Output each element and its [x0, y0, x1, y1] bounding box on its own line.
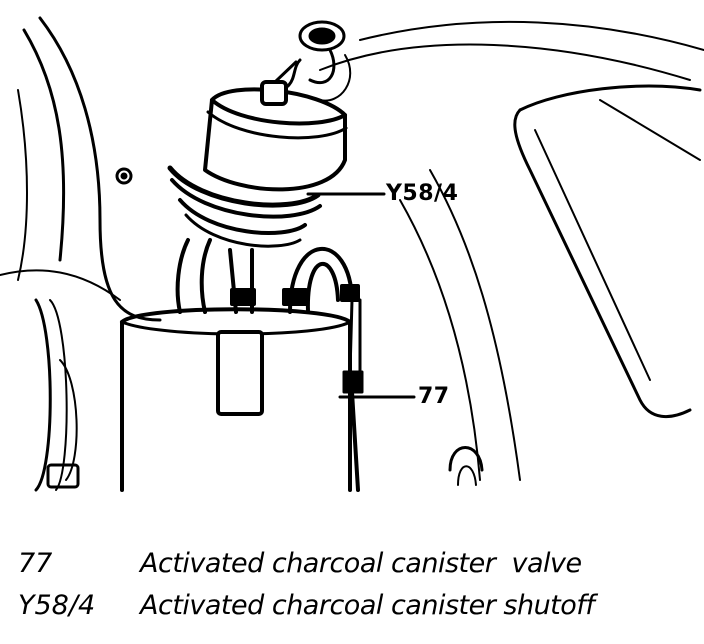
callout-label-valve: 77: [418, 384, 450, 409]
connecting-hoses: [175, 238, 360, 314]
legend-code: Y58/4: [18, 590, 96, 621]
legend-item: Y58/4 Activated charcoal canister shutof…: [0, 590, 704, 630]
grommet-icon: [115, 167, 133, 185]
left-body-panel: [0, 16, 162, 492]
legend-item: 77 Activated charcoal canister valve: [0, 548, 704, 588]
shutoff-valve-body: [167, 60, 348, 248]
legend-code: 77: [18, 548, 53, 579]
canister-valve-line: [342, 298, 364, 492]
component-illustration: [0, 16, 704, 492]
right-body-panel: [319, 20, 704, 486]
legend-description: Activated charcoal canister shutoff: [140, 590, 595, 621]
callout-label-shutoff: Y58/4: [386, 181, 459, 206]
legend-description: Activated charcoal canister valve: [140, 548, 582, 579]
charcoal-canister: [120, 307, 352, 492]
